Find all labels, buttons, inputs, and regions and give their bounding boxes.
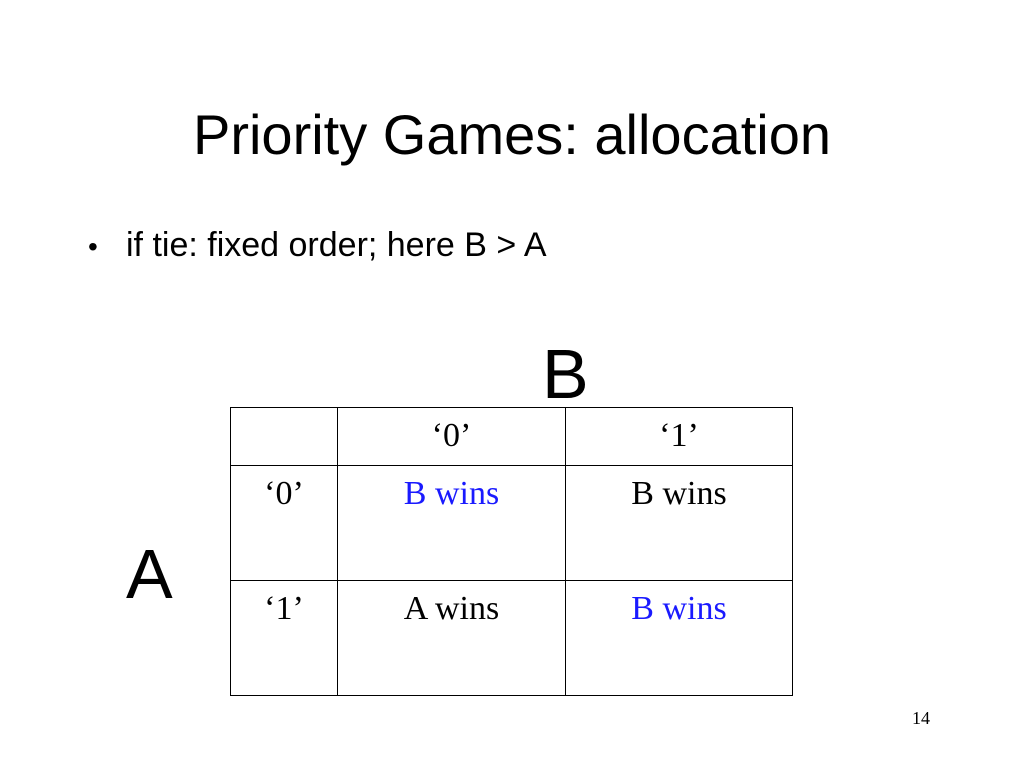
table-corner-cell — [230, 407, 338, 466]
outcome-cell: B wins — [337, 465, 566, 581]
bullet-list: • if tie: fixed order; here B > A — [88, 222, 547, 270]
table-row: ‘0’ B wins B wins — [230, 465, 793, 581]
row-player-label: A — [126, 535, 173, 613]
bullet-item: • if tie: fixed order; here B > A — [88, 222, 547, 270]
slide-title: Priority Games: allocation — [192, 103, 831, 166]
header-cell-text: ‘0’ — [431, 417, 472, 454]
page-number: 14 — [912, 708, 930, 728]
table-header-row: ‘0’ ‘1’ — [230, 407, 793, 466]
table-row: ‘1’ A wins B wins — [230, 580, 793, 696]
outcome-text: B wins — [403, 475, 500, 512]
outcome-cell: A wins — [337, 580, 566, 696]
payoff-table: ‘0’ ‘1’ ‘0’ B wins B wins ‘1’ A wins B w… — [230, 407, 793, 696]
bullet-marker: • — [88, 231, 98, 262]
outcome-cell: B wins — [565, 465, 793, 581]
row-label-cell: ‘0’ — [230, 465, 338, 581]
header-cell-text: ‘1’ — [659, 417, 699, 454]
bullet-text: if tie: fixed order; here B > A — [126, 226, 547, 264]
row-label-text: ‘1’ — [264, 590, 304, 627]
table-header-cell: ‘1’ — [565, 407, 793, 466]
table-header-cell: ‘0’ — [337, 407, 566, 466]
outcome-text: A wins — [403, 590, 500, 627]
outcome-text: B wins — [631, 475, 727, 512]
row-label-text: ‘0’ — [264, 475, 304, 512]
column-player-label: B — [542, 335, 589, 413]
outcome-cell: B wins — [565, 580, 793, 696]
row-label-cell: ‘1’ — [230, 580, 338, 696]
outcome-text: B wins — [631, 590, 727, 627]
